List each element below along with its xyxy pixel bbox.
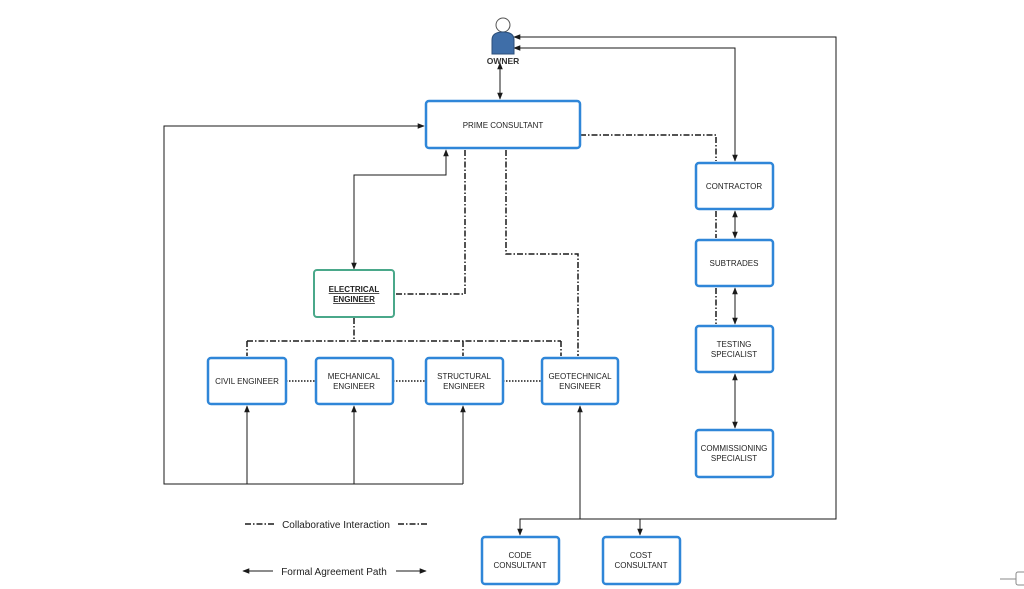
node-label-line1: COMMISSIONING	[701, 444, 768, 453]
node-label-line1: COST	[630, 551, 652, 560]
prime-electrical-link	[351, 149, 449, 270]
node-label-line2: ENGINEER	[559, 382, 601, 391]
code-consultant-link	[517, 518, 580, 536]
legend: Collaborative Interaction Formal Agreeme…	[242, 520, 428, 578]
prime-geotechnical-collab	[505, 150, 579, 356]
node-label-line1: CODE	[508, 551, 531, 560]
node-commissioning-specialist[interactable]: COMMISSIONING SPECIALIST	[694, 428, 775, 479]
owner-contractor-link	[513, 45, 738, 162]
legend-collaborative-label: Collaborative Interaction	[282, 520, 390, 531]
node-contractor[interactable]: CONTRACTOR	[694, 161, 775, 211]
node-label-line1: MECHANICAL	[328, 372, 381, 381]
node-prime-consultant[interactable]: PRIME CONSULTANT	[424, 99, 582, 150]
subconsultant-return-path	[163, 123, 425, 485]
node-label-line1: ELECTRICAL	[329, 285, 380, 294]
node-label-line2: SPECIALIST	[711, 350, 757, 359]
legend-collaborative: Collaborative Interaction	[245, 520, 428, 531]
node-code-consultant[interactable]: CODE CONSULTANT	[480, 535, 561, 586]
owner-outer-loop	[513, 34, 837, 520]
node-label: PRIME CONSULTANT	[463, 121, 544, 130]
node-label: CONTRACTOR	[706, 182, 763, 191]
node-electrical-engineer[interactable]: ELECTRICAL ENGINEER	[313, 269, 395, 318]
node-label-line2: ENGINEER	[443, 382, 485, 391]
node-mechanical-engineer[interactable]: MECHANICAL ENGINEER	[314, 356, 395, 406]
owner-label: OWNER	[487, 56, 520, 66]
node-label-line1: GEOTECHNICAL	[548, 372, 612, 381]
legend-formal-label: Formal Agreement Path	[281, 567, 387, 578]
node-testing-specialist[interactable]: TESTING SPECIALIST	[694, 324, 775, 374]
node-label: CIVIL ENGINEER	[215, 377, 279, 386]
cost-consultant-link	[580, 518, 643, 536]
node-label-line2: SPECIALIST	[711, 454, 757, 463]
node-label: SUBTRADES	[710, 259, 759, 268]
node-label-line1: STRUCTURAL	[437, 372, 491, 381]
prime-electrical-collab	[395, 150, 466, 295]
node-geotechnical-engineer[interactable]: GEOTECHNICAL ENGINEER	[540, 356, 620, 406]
node-civil-engineer[interactable]: CIVIL ENGINEER	[206, 356, 288, 406]
resize-handle-icon[interactable]	[1000, 571, 1024, 586]
node-label-line2: ENGINEER	[333, 295, 375, 304]
owner-icon	[491, 17, 515, 55]
formal-agreement-lines	[163, 34, 837, 536]
legend-formal: Formal Agreement Path	[242, 567, 427, 578]
node-structural-engineer[interactable]: STRUCTURAL ENGINEER	[424, 356, 505, 406]
node-label-line2: CONSULTANT	[614, 561, 667, 570]
node-label-line2: ENGINEER	[333, 382, 375, 391]
prime-contractor-collab	[580, 134, 717, 161]
node-label-line1: TESTING	[717, 340, 752, 349]
collaborative-lines	[246, 134, 717, 356]
node-cost-consultant[interactable]: COST CONSULTANT	[601, 535, 682, 586]
node-label-line2: CONSULTANT	[493, 561, 546, 570]
node-subtrades[interactable]: SUBTRADES	[694, 238, 775, 288]
